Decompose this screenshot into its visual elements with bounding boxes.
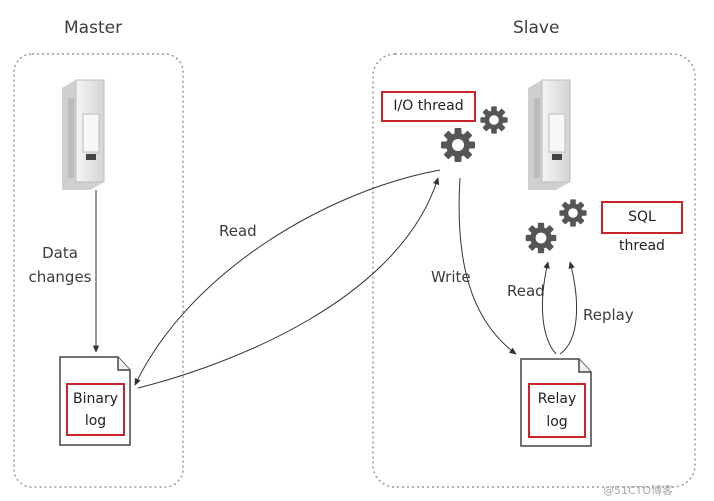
data-changes-line2: changes: [28, 268, 92, 286]
watermark: @51CTO博客: [603, 484, 674, 497]
binary-log-label: Binary log: [66, 383, 125, 436]
replay-label: Replay: [583, 306, 634, 324]
data-changes-line1: Data: [42, 244, 78, 262]
sql-thread-label: SQL thread: [601, 201, 683, 254]
master-server-icon: [62, 79, 105, 190]
master-container: [13, 53, 184, 488]
read-request-arrow: [134, 169, 441, 386]
data-changes-label: Data changes: [28, 241, 92, 289]
slave-container: [372, 53, 696, 488]
sql-gear-small-icon: [553, 193, 593, 233]
io-gear-icon: [433, 120, 483, 170]
read-arrow-label: Read: [219, 222, 257, 240]
binlog-to-io-arrow: [137, 177, 440, 389]
write-label: Write: [431, 268, 471, 286]
master-title: Master: [64, 18, 123, 38]
binary-log-line1: Binary: [73, 391, 118, 407]
io-thread-label: I/O thread: [381, 91, 476, 122]
slave-server-icon: [528, 79, 571, 190]
relay-log-line2: log: [546, 414, 568, 430]
io-gear-small-icon: [474, 100, 514, 140]
write-arrow: [458, 177, 517, 355]
binary-log-line2: log: [84, 413, 107, 429]
relay-log-line1: Relay: [537, 391, 577, 407]
sql-read-label: Read: [507, 282, 545, 300]
sql-read-arrow: [541, 261, 557, 355]
sql-gear-icon: [519, 216, 563, 260]
replay-arrow: [559, 261, 577, 355]
relay-log-label: Relay log: [528, 383, 586, 438]
slave-title: Slave: [513, 18, 560, 38]
